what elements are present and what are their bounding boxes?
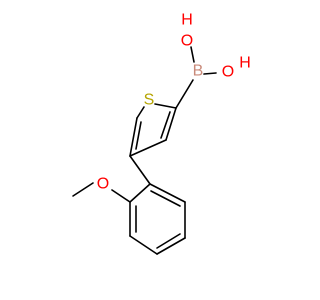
bond-ph6-ph1-double bbox=[150, 190, 181, 207]
bond-c2-c3 bbox=[165, 107, 177, 141]
bond-ph4-ph5-double bbox=[156, 233, 181, 249]
atom-oxygen-methoxy: O bbox=[97, 176, 109, 193]
molecule-diagram: S B O H O H O bbox=[72, 12, 251, 255]
atom-hydrogen-right: H bbox=[239, 55, 251, 72]
atom-sulfur: S bbox=[144, 92, 155, 109]
bond-o-ch3 bbox=[72, 182, 94, 197]
atom-oxygen-right: O bbox=[222, 64, 234, 81]
bond-c4-c5-double bbox=[135, 121, 142, 150]
bond-c4-c5 bbox=[129, 117, 138, 157]
atom-boron: B bbox=[193, 63, 204, 80]
atom-labels: S B O H O H O bbox=[97, 12, 251, 193]
bond-c4-phenyl bbox=[129, 155, 151, 185]
atom-oxygen-upper: O bbox=[181, 33, 193, 50]
bond-c5-s bbox=[136, 106, 145, 119]
bond-c3-c4 bbox=[129, 139, 167, 157]
bond-ph1-ph2 bbox=[129, 183, 151, 203]
atom-hydrogen-upper: H bbox=[181, 12, 193, 29]
bond-c2-b bbox=[175, 79, 194, 109]
bond-ph2-o bbox=[111, 189, 131, 203]
bond-b-o1 bbox=[190, 46, 195, 63]
bond-s-c2 bbox=[154, 103, 177, 109]
bond-ph6-ph1 bbox=[149, 183, 186, 203]
bond-b-o2 bbox=[203, 72, 217, 75]
bond-c2-c3-double bbox=[160, 111, 171, 139]
bonds bbox=[72, 46, 217, 255]
bond-ph3-ph4 bbox=[129, 235, 158, 255]
bond-ph4-ph5 bbox=[156, 237, 186, 255]
